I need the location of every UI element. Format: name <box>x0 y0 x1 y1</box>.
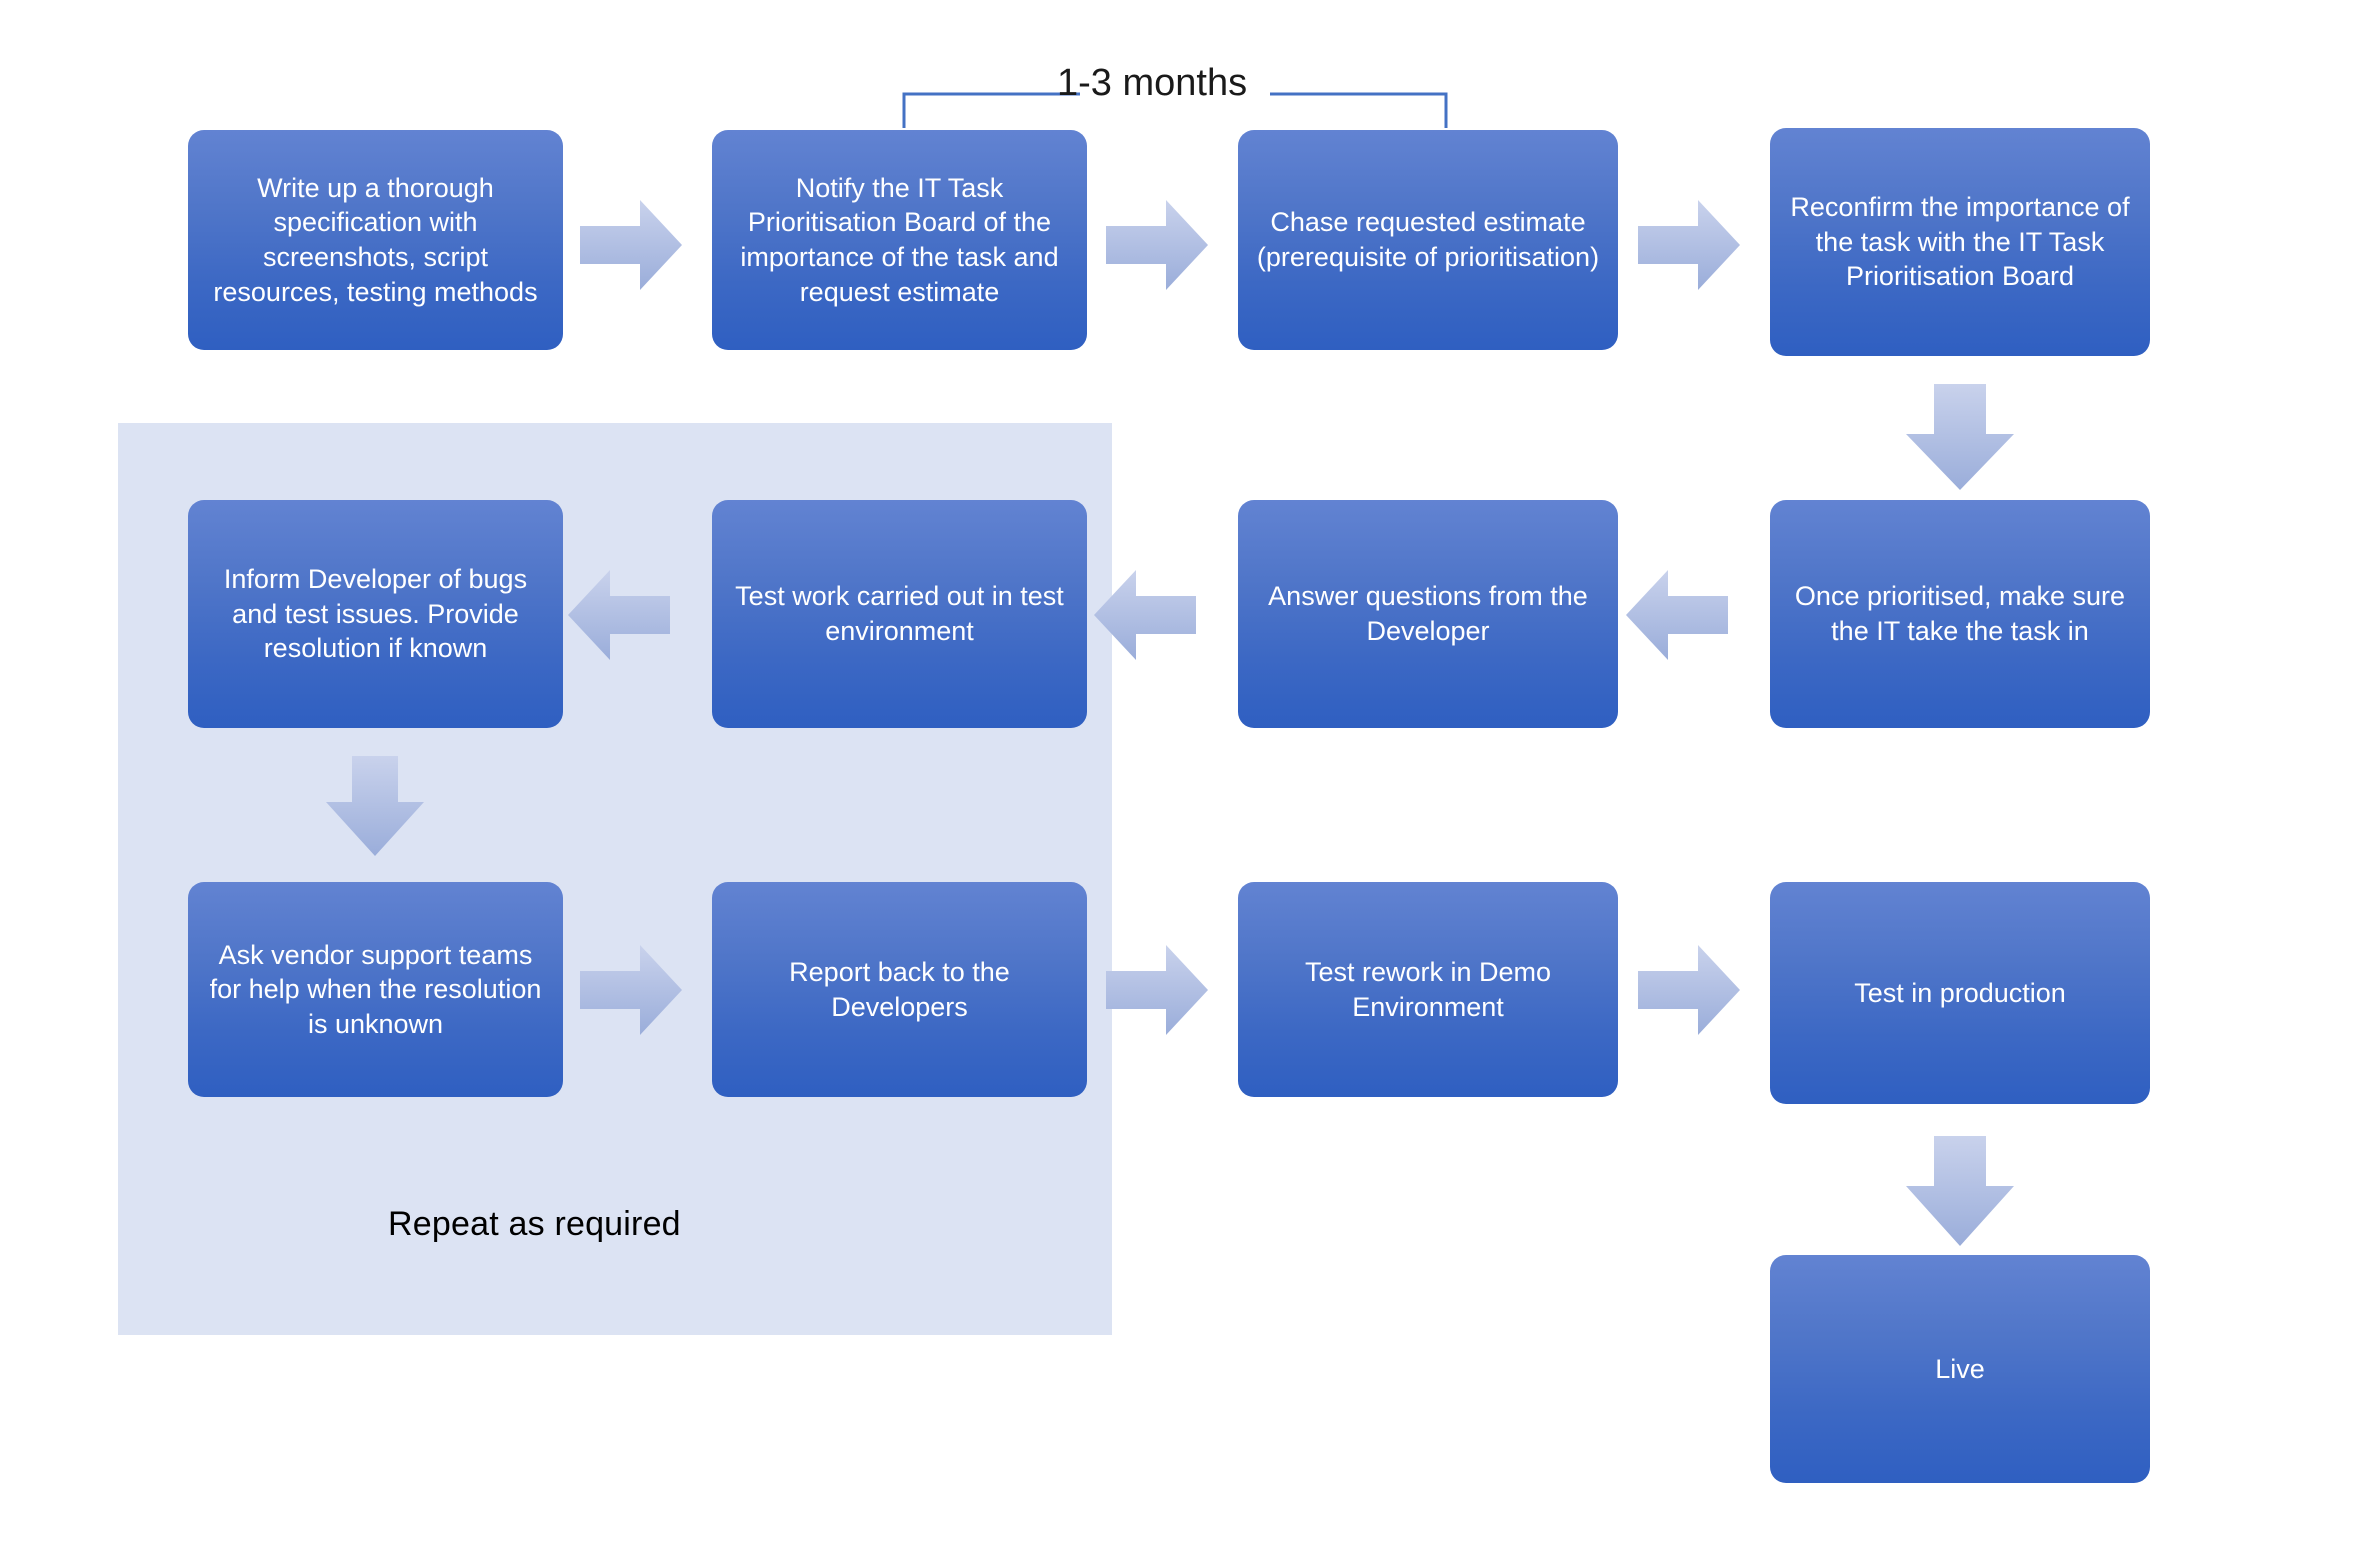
node-chase-estimate[interactable]: Chase requested estimate (prerequisite o… <box>1238 130 1618 350</box>
node-live-label: Live <box>1935 1353 1985 1384</box>
arrow-left-answer-to-test-work <box>1088 560 1214 670</box>
node-inform-developer-label: Inform Developer of bugs and test issues… <box>223 564 528 664</box>
node-notify-board[interactable]: Notify the IT Task Prioritisation Board … <box>712 130 1087 350</box>
node-write-spec-label: Write up a thorough specification with s… <box>213 172 538 307</box>
node-answer-questions-label: Answer questions from the Developer <box>1268 581 1588 646</box>
node-test-work[interactable]: Test work carried out in test environmen… <box>712 500 1087 728</box>
arrow-right-write-spec-to-notify-board <box>562 190 688 300</box>
arrow-right-chase-estimate-to-reconfirm <box>1620 190 1746 300</box>
node-ask-vendor-label: Ask vendor support teams for help when t… <box>209 939 542 1039</box>
node-test-rework-label: Test rework in Demo Environment <box>1304 956 1552 1022</box>
arrow-right-ask-vendor-to-report-back <box>562 935 688 1045</box>
node-report-back[interactable]: Report back to the Developers <box>712 882 1087 1097</box>
node-report-back-label: Report back to the Developers <box>789 956 1010 1022</box>
repeat-region-label: Repeat as required <box>388 1205 681 1243</box>
node-test-production-label: Test in production <box>1854 977 2066 1008</box>
node-notify-board-label: Notify the IT Task Prioritisation Board … <box>740 172 1059 307</box>
node-reconfirm-label: Reconfirm the importance of the task wit… <box>1790 192 2130 292</box>
duration-bracket-left <box>900 90 1440 130</box>
node-inform-developer[interactable]: Inform Developer of bugs and test issues… <box>188 500 563 728</box>
node-once-prioritised[interactable]: Once prioritised, make sure the IT take … <box>1770 500 2150 728</box>
arrow-left-test-work-to-inform-developer <box>562 560 688 670</box>
node-once-prioritised-label: Once prioritised, make sure the IT take … <box>1794 581 2126 646</box>
arrow-right-report-back-to-test-rework <box>1088 935 1214 1045</box>
node-reconfirm[interactable]: Reconfirm the importance of the task wit… <box>1770 128 2150 356</box>
duration-bracket-right <box>1270 90 1450 130</box>
arrow-right-test-rework-to-test-production <box>1620 935 1746 1045</box>
arrow-down-reconfirm-to-once-prioritised <box>1890 372 2030 502</box>
arrow-left-once-prioritised-to-answer <box>1620 560 1746 670</box>
arrow-down-inform-developer-to-ask-vendor <box>310 748 440 868</box>
node-test-rework[interactable]: Test rework in Demo Environment <box>1238 882 1618 1097</box>
node-test-work-label: Test work carried out in test environmen… <box>735 581 1064 646</box>
node-answer-questions[interactable]: Answer questions from the Developer <box>1238 500 1618 728</box>
arrow-down-test-production-to-live <box>1890 1128 2030 1258</box>
node-chase-estimate-label: Chase requested estimate (prerequisite o… <box>1256 207 1600 272</box>
node-write-spec[interactable]: Write up a thorough specification with s… <box>188 130 563 350</box>
node-live[interactable]: Live <box>1770 1255 2150 1483</box>
node-test-production[interactable]: Test in production <box>1770 882 2150 1104</box>
arrow-right-notify-board-to-chase-estimate <box>1088 190 1214 300</box>
duration-label: 1-3 months <box>1057 62 1248 104</box>
node-ask-vendor[interactable]: Ask vendor support teams for help when t… <box>188 882 563 1097</box>
